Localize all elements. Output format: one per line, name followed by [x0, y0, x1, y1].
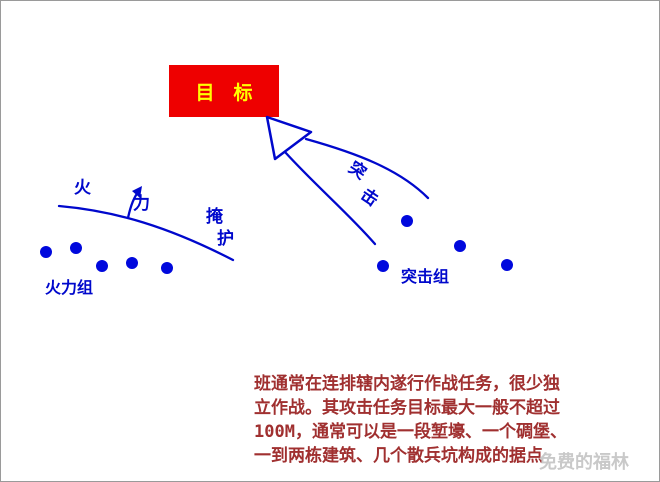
assault-path-left [283, 150, 377, 246]
target-label: 目 标 [195, 82, 253, 104]
assault-arrow-head-icon [265, 115, 313, 161]
label-fire-team: 火力组 [45, 280, 94, 297]
label-cover-char-1: 掩 [206, 207, 223, 226]
soldier-dot-fire-4 [126, 257, 138, 269]
paragraph-line-4: 一到两栋建筑、几个散兵坑构成的据点 [254, 446, 543, 465]
soldier-dot-fire-2 [70, 242, 82, 254]
paragraph-line-2: 立作战。其攻击任务目标最大一般不超过 [254, 398, 560, 417]
soldier-dot-fire-3 [96, 260, 108, 272]
description-paragraph: 班通常在连排辖内遂行作战任务，很少独 立作战。其攻击任务目标最大一般不超过 10… [254, 372, 654, 468]
soldier-dot-assault-1 [401, 215, 413, 227]
paragraph-line-1: 班通常在连排辖内遂行作战任务，很少独 [254, 374, 560, 393]
soldier-dot-assault-4 [501, 259, 513, 271]
soldier-dot-fire-1 [40, 246, 52, 258]
soldier-dot-assault-2 [454, 240, 466, 252]
fire-cover-arc [57, 204, 235, 262]
watermark-text: 免费的福林 [539, 452, 629, 472]
paragraph-line-3: 100M，通常可以是一段堑壕、一个碉堡、 [254, 420, 654, 444]
fire-direction-arrow-head-icon [132, 186, 142, 198]
paragraph-distance-value: 100M [254, 422, 295, 442]
label-fire-char-2: 力 [133, 194, 150, 213]
label-cover-char-2: 护 [217, 229, 234, 248]
paragraph-line-3-rest: ，通常可以是一段堑壕、一个碉堡、 [294, 422, 567, 441]
assault-path-right [304, 137, 430, 200]
soldier-dot-assault-3 [377, 260, 389, 272]
target-box: 目 标 [169, 65, 279, 117]
label-assault-team: 突击组 [401, 269, 450, 286]
label-fire-char-1: 火 [74, 178, 91, 197]
soldier-dot-fire-5 [161, 262, 173, 274]
